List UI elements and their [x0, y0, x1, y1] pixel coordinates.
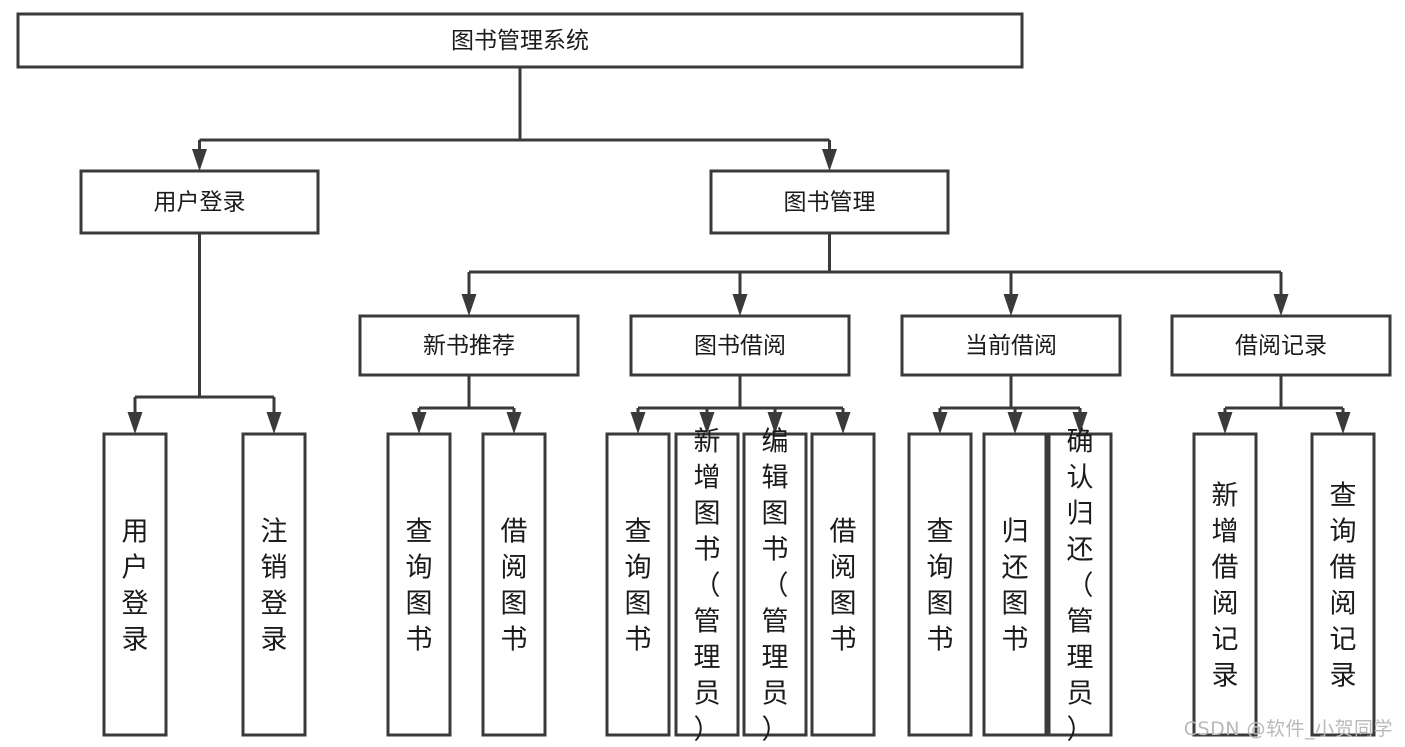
node-rect — [16, 12, 1024, 69]
connector-layer — [127, 67, 1351, 434]
leaf-leaf-query-book-2[interactable]: 查询图书 — [605, 432, 671, 737]
node-rect — [102, 432, 168, 737]
node-rect — [674, 432, 740, 737]
node-rect — [605, 432, 671, 737]
leaf-leaf-add-record[interactable]: 新增借阅记录 — [1192, 432, 1258, 737]
node-label: 编辑图书（管理员） — [762, 427, 789, 746]
connector-leaf-return-book-arrowhead — [1007, 412, 1023, 434]
node-label: 借阅记录 — [1235, 333, 1327, 359]
leaf-leaf-query-book-1[interactable]: 查询图书 — [386, 432, 452, 737]
connector-leaf-borrow-book-2-arrowhead — [835, 412, 851, 434]
node-label: 图书管理系统 — [451, 28, 589, 54]
connector-current-borrow-arrowhead — [1003, 294, 1019, 316]
node-label: 新增借阅记录 — [1212, 481, 1239, 692]
node-label: 借阅图书 — [830, 517, 857, 656]
node-borrow-record[interactable]: 借阅记录 — [1170, 314, 1392, 377]
node-user-login[interactable]: 用户登录 — [79, 169, 320, 235]
connector-leaf-user-login-arrowhead — [127, 412, 143, 434]
node-rect — [1047, 432, 1113, 737]
node-label: 图书借阅 — [694, 333, 786, 359]
node-label: 当前借阅 — [965, 333, 1057, 359]
node-rect — [241, 432, 307, 737]
node-rect — [1310, 432, 1376, 737]
node-rect — [709, 169, 950, 235]
node-label: 查询图书 — [927, 517, 954, 656]
node-rect — [982, 432, 1048, 737]
node-rect — [810, 432, 876, 737]
leaf-leaf-edit-book[interactable]: 编辑图书（管理员） — [742, 427, 808, 746]
node-rect — [629, 314, 851, 377]
node-label: 注销登录 — [261, 517, 288, 656]
leaf-leaf-query-record[interactable]: 查询借阅记录 — [1310, 432, 1376, 737]
connector-user-login-arrowhead — [192, 149, 207, 171]
node-current-borrow[interactable]: 当前借阅 — [900, 314, 1122, 377]
leaf-leaf-query-book-3[interactable]: 查询图书 — [907, 432, 973, 737]
node-label: 用户登录 — [154, 190, 246, 216]
node-rect — [1192, 432, 1258, 737]
connector-leaf-query-book-1-arrowhead — [411, 412, 427, 434]
node-label: 图书管理 — [784, 190, 876, 216]
connector-leaf-add-record-arrowhead — [1217, 412, 1233, 434]
connector-new-book-rec-arrowhead — [461, 294, 477, 316]
leaf-leaf-logout[interactable]: 注销登录 — [241, 432, 307, 737]
connector-leaf-borrow-book-1-arrowhead — [506, 412, 522, 434]
node-label: 归还图书 — [1002, 517, 1029, 656]
leaf-leaf-user-login[interactable]: 用户登录 — [102, 432, 168, 737]
node-label: 查询图书 — [406, 517, 433, 656]
connector-leaf-confirm-return-arrowhead — [1072, 412, 1088, 434]
node-root[interactable]: 图书管理系统 — [16, 12, 1024, 69]
node-label: 用户登录 — [122, 517, 149, 656]
node-label: 查询借阅记录 — [1330, 481, 1357, 692]
connector-leaf-query-record-arrowhead — [1335, 412, 1351, 434]
connector-leaf-logout-arrowhead — [266, 412, 282, 434]
connector-book-borrow-arrowhead — [732, 294, 748, 316]
node-label: 新增图书（管理员） — [694, 427, 721, 746]
connector-book-manage-arrowhead — [822, 149, 837, 171]
connector-leaf-query-book-3-arrowhead — [932, 412, 948, 434]
node-rect — [907, 432, 973, 737]
leaf-leaf-borrow-book-1[interactable]: 借阅图书 — [481, 432, 547, 737]
node-rect — [1170, 314, 1392, 377]
node-rect — [481, 432, 547, 737]
node-new-book-rec[interactable]: 新书推荐 — [358, 314, 580, 377]
node-label: 新书推荐 — [423, 333, 515, 359]
connector-leaf-edit-book-arrowhead — [767, 412, 783, 434]
node-rect — [79, 169, 320, 235]
node-book-borrow[interactable]: 图书借阅 — [629, 314, 851, 377]
node-rect — [358, 314, 580, 377]
leaf-leaf-borrow-book-2[interactable]: 借阅图书 — [810, 432, 876, 737]
node-layer: 图书管理系统用户登录图书管理新书推荐图书借阅当前借阅借阅记录用户登录注销登录查询… — [16, 12, 1392, 746]
node-rect — [742, 432, 808, 737]
node-label: 借阅图书 — [501, 517, 528, 656]
leaf-leaf-confirm-return[interactable]: 确认归还（管理员） — [1047, 427, 1113, 746]
node-label: 查询图书 — [625, 517, 652, 656]
node-rect — [386, 432, 452, 737]
connector-borrow-record-arrowhead — [1273, 294, 1289, 316]
node-rect — [900, 314, 1122, 377]
leaf-leaf-add-book[interactable]: 新增图书（管理员） — [674, 427, 740, 746]
leaf-leaf-return-book[interactable]: 归还图书 — [982, 432, 1048, 737]
node-label: 确认归还（管理员） — [1067, 427, 1094, 746]
connector-leaf-add-book-arrowhead — [699, 412, 715, 434]
connector-leaf-query-book-2-arrowhead — [630, 412, 646, 434]
node-book-manage[interactable]: 图书管理 — [709, 169, 950, 235]
